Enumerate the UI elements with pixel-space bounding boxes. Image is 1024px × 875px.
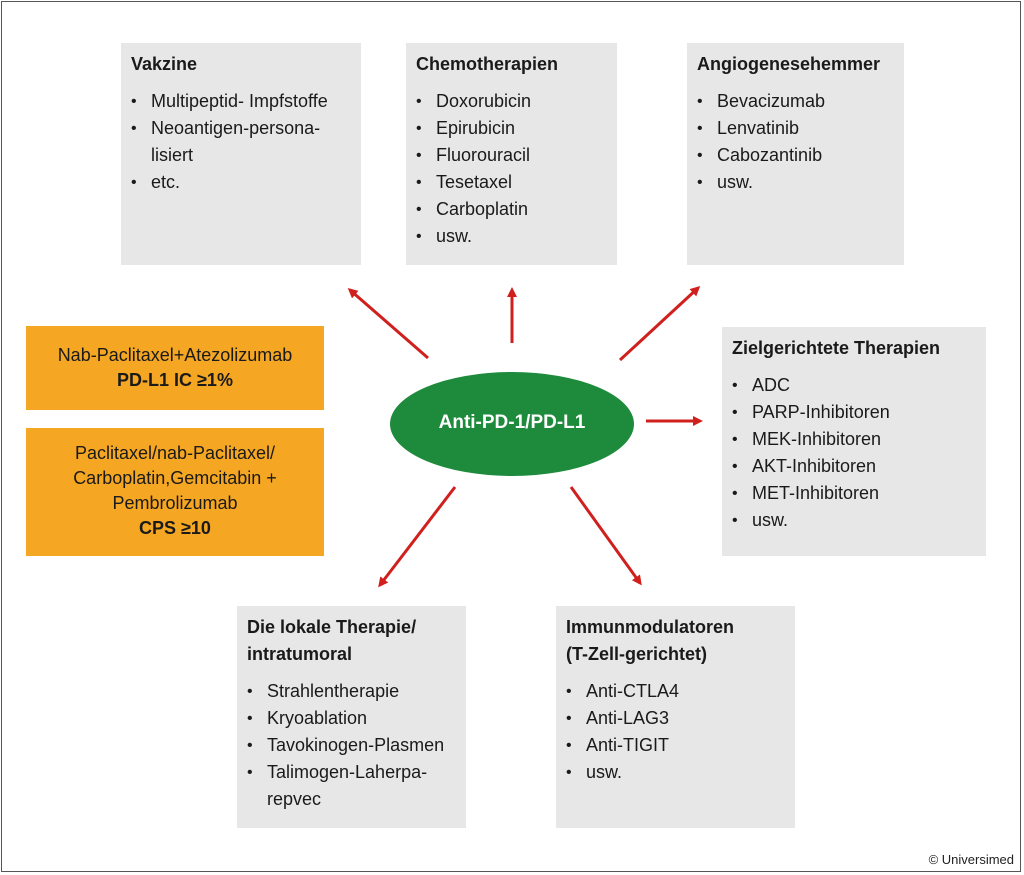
list-item: usw. [566, 759, 785, 786]
box-title: Die lokale Therapie/ intratumoral [247, 617, 417, 664]
arrow-to-angio [618, 285, 701, 362]
orange-box-text: Nab-Paclitaxel+Atezolizumab [57, 345, 293, 365]
list-item: etc. [131, 169, 351, 196]
box-zielgerichtete-therapien: Zielgerichtete Therapien ADC PARP-Inhibi… [722, 327, 986, 556]
orange-box-text: Carboplatin,Gemcitabin + [73, 468, 277, 488]
box-title: Immunmodulatoren (T-Zell-gerichtet) [566, 617, 735, 664]
item-list: Bevacizumab Lenvatinib Cabozantinib usw. [697, 88, 894, 196]
list-item: AKT-Inhibitoren [732, 453, 976, 480]
item-list: Anti-CTLA4 Anti-LAG3 Anti-TIGIT usw. [566, 678, 785, 786]
list-item: MEK-Inhibitoren [732, 426, 976, 453]
list-item: usw. [416, 223, 607, 250]
list-item: Neoantigen-persona- lisiert [131, 115, 351, 169]
center-ellipse [390, 372, 634, 476]
center-label: Anti-PD-1/PD-L1 [438, 412, 586, 433]
list-item: Lenvatinib [697, 115, 894, 142]
list-item: Tavokinogen-Plasmen [247, 732, 456, 759]
orange-box-pembrolizumab: Paclitaxel/nab-Paclitaxel/ Carboplatin,G… [26, 428, 324, 556]
box-title: Angiogenesehemmer [697, 54, 881, 74]
list-item: Multipeptid- Impfstoffe [131, 88, 351, 115]
orange-box-text: Pembrolizumab [112, 493, 238, 513]
box-title: Zielgerichtete Therapien [732, 338, 941, 358]
item-list: ADC PARP-Inhibitoren MEK-Inhibitoren AKT… [732, 372, 976, 534]
list-item: usw. [697, 169, 894, 196]
item-list: Doxorubicin Epirubicin Fluorouracil Tese… [416, 88, 607, 250]
box-title: Vakzine [131, 54, 198, 74]
box-lokale-therapie: Die lokale Therapie/ intratumoral Strahl… [237, 606, 466, 828]
box-angiogenesehemmer: Angiogenesehemmer Bevacizumab Lenvatinib… [687, 43, 904, 265]
list-item: Epirubicin [416, 115, 607, 142]
orange-box-criterion: CPS ≥10 [139, 518, 211, 538]
list-item: Fluorouracil [416, 142, 607, 169]
copyright-notice: © Universimed [928, 852, 1014, 867]
list-item: Anti-LAG3 [566, 705, 785, 732]
box-immunmodulatoren: Immunmodulatoren (T-Zell-gerichtet) Anti… [556, 606, 795, 828]
list-item: PARP-Inhibitoren [732, 399, 976, 426]
item-list: Strahlentherapie Kryoablation Tavokinoge… [247, 678, 456, 813]
list-item: Talimogen-Laherpa- repvec [247, 759, 456, 813]
list-item: Strahlentherapie [247, 678, 456, 705]
list-item: Kryoablation [247, 705, 456, 732]
box-chemotherapien: Chemotherapien Doxorubicin Epirubicin Fl… [406, 43, 617, 265]
list-item: Cabozantinib [697, 142, 894, 169]
arrow-to-lokal [378, 486, 457, 588]
list-item: Bevacizumab [697, 88, 894, 115]
box-title: Chemotherapien [416, 54, 559, 74]
box-vakzine: Vakzine Multipeptid- Impfstoffe Neoantig… [121, 43, 361, 265]
list-item: Anti-CTLA4 [566, 678, 785, 705]
orange-box-criterion: PD-L1 IC ≥1% [117, 370, 233, 390]
list-item: MET-Inhibitoren [732, 480, 976, 507]
list-item: Anti-TIGIT [566, 732, 785, 759]
list-item: Doxorubicin [416, 88, 607, 115]
list-item: ADC [732, 372, 976, 399]
list-item: usw. [732, 507, 976, 534]
orange-box-text: Paclitaxel/nab-Paclitaxel/ [74, 443, 276, 463]
item-list: Multipeptid- Impfstoffe Neoantigen-perso… [131, 88, 351, 196]
arrow-to-vakzine [347, 288, 429, 360]
arrow-to-immun [569, 486, 642, 586]
list-item: Tesetaxel [416, 169, 607, 196]
list-item: Carboplatin [416, 196, 607, 223]
orange-box-atezolizumab: Nab-Paclitaxel+Atezolizumab PD-L1 IC ≥1% [26, 326, 324, 410]
